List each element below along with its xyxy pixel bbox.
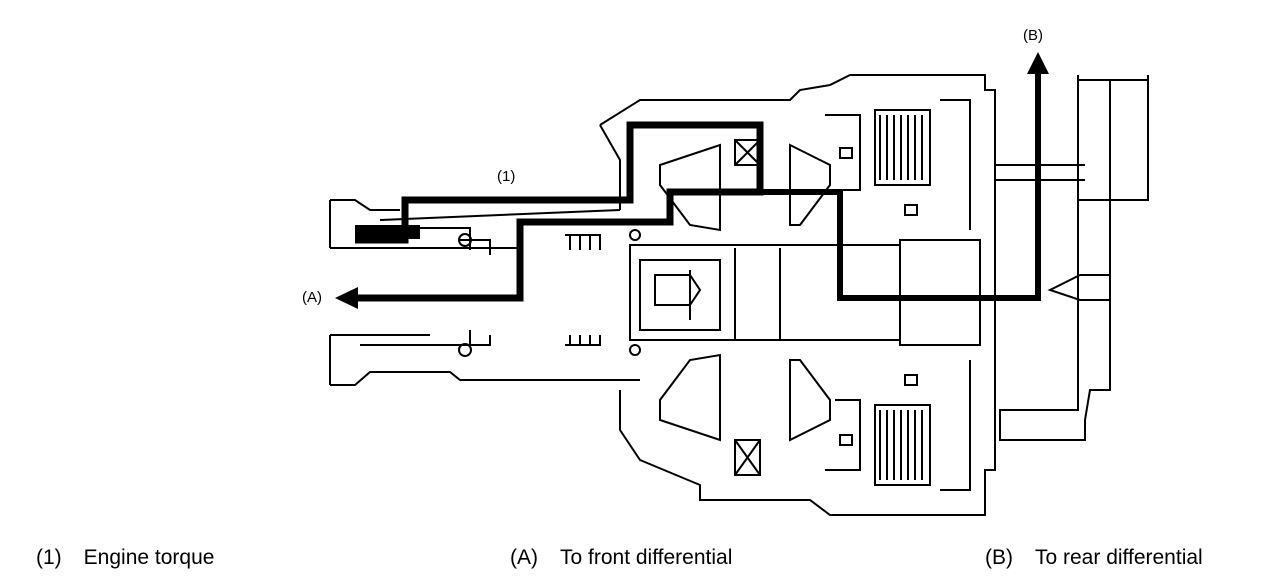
legend-text: Engine torque [83, 546, 215, 569]
legend-text: To rear differential [1035, 546, 1203, 569]
transfer-cross-section-diagram [329, 52, 1149, 516]
label-rear-output: (B) [1023, 27, 1043, 44]
legend-key: (B) [985, 546, 1013, 569]
label-torque-path: (1) [497, 168, 516, 185]
legend-key: (A) [510, 546, 538, 569]
label-front-output: (A) [302, 289, 322, 306]
legend-rear-differential: (B) To rear differential [985, 546, 1203, 570]
housing-outline [329, 74, 1149, 516]
rear-output-arrow-icon [1027, 52, 1049, 74]
legend-key: (1) [36, 546, 62, 569]
legend-front-differential: (A) To front differential [510, 546, 732, 570]
engine-torque-flow [355, 72, 1041, 302]
front-output-arrow-icon [335, 287, 358, 309]
legend-engine-torque: (1) Engine torque [36, 546, 214, 570]
legend-text: To front differential [560, 546, 733, 569]
